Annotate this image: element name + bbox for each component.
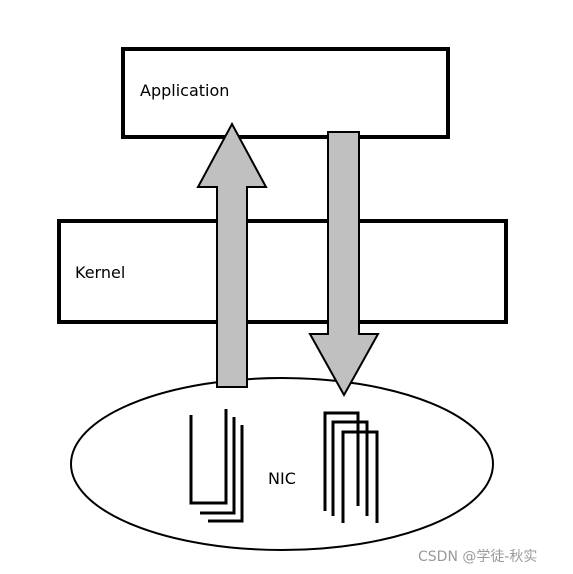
buffer-stack-icon xyxy=(200,417,236,515)
buffer-stack-icon xyxy=(189,409,228,505)
watermark-text: CSDN @学徒-秋实 xyxy=(418,549,537,565)
kernel-label: Kernel xyxy=(75,263,125,282)
nic-label: NIC xyxy=(268,469,296,488)
nic-ellipse: NIC xyxy=(70,377,494,551)
application-box: Application xyxy=(121,47,450,139)
buffer-stack-icon xyxy=(208,425,244,523)
rx-buffer-stack xyxy=(189,409,244,523)
downward-arrow-icon xyxy=(308,131,380,398)
upward-arrow-icon xyxy=(196,121,268,388)
buffer-stack-icon xyxy=(323,411,360,511)
buffer-stack-icon xyxy=(331,420,369,516)
tx-buffer-stack xyxy=(323,411,379,523)
kernel-box: Kernel xyxy=(57,219,508,324)
application-label: Application xyxy=(140,81,229,100)
buffer-stack-icon xyxy=(341,430,379,523)
